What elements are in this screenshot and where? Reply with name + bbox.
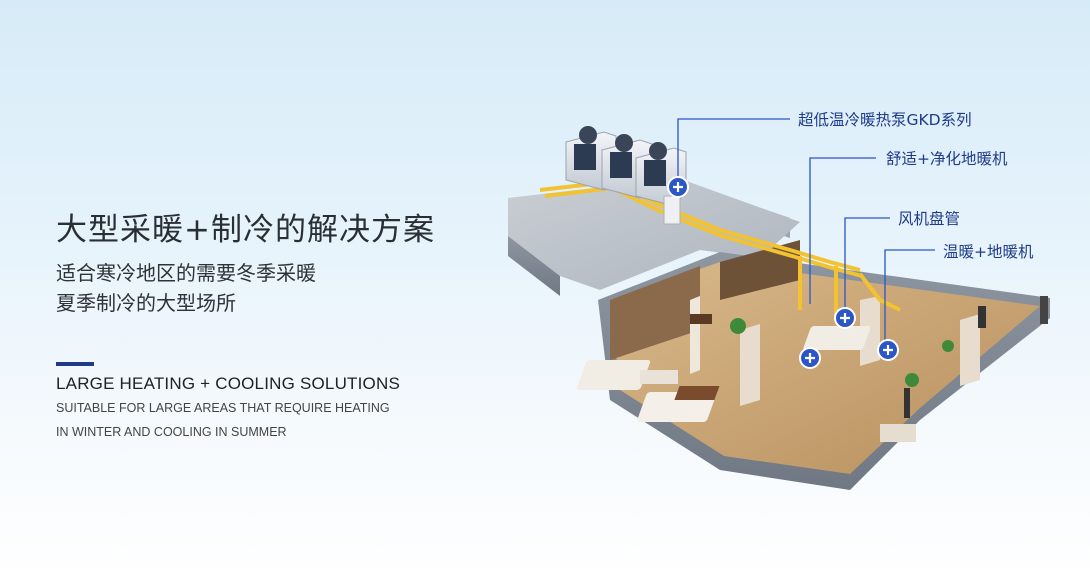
- water-tank: [663, 195, 681, 225]
- callout-markers: [667, 176, 899, 369]
- subtitle-en-line-1: SUITABLE FOR LARGE AREAS THAT REQUIRE HE…: [56, 401, 390, 415]
- headline-title-cn: 大型采暖+制冷的解决方案: [56, 212, 435, 248]
- interior-walls: [610, 240, 980, 406]
- headline-subtitle-cn: 适合寒冷地区的需要冬季采暖 夏季制冷的大型场所: [56, 258, 496, 318]
- callout-fan-coil: 风机盘管: [898, 210, 961, 228]
- subtitle-en-line-2: IN WINTER AND COOLING IN SUMMER: [56, 425, 287, 439]
- headline-title-en: LARGE HEATING + COOLING SOLUTIONS: [56, 374, 400, 393]
- subtitle-cn-line-2: 夏季制冷的大型场所: [56, 291, 236, 315]
- accent-bar: [56, 362, 94, 366]
- plus-marker-icon: [667, 176, 689, 198]
- building-shell: [508, 178, 1050, 490]
- callout-heat-pump: 超低温冷暖热泵GKD系列: [798, 111, 972, 129]
- plus-marker-icon: [799, 347, 821, 369]
- callout-floor-heater-purifier: 舒适+净化地暖机: [886, 150, 1008, 168]
- plus-marker-icon: [877, 339, 899, 361]
- furniture: [576, 296, 1048, 442]
- headline-block: 大型采暖+制冷的解决方案 适合寒冷地区的需要冬季采暖 夏季制冷的大型场所 LAR…: [56, 210, 496, 444]
- callout-lines: [677, 118, 935, 340]
- plus-marker-icon: [834, 307, 856, 329]
- subtitle-cn-line-1: 适合寒冷地区的需要冬季采暖: [56, 261, 316, 285]
- callout-warm-floor-heater: 温暖+地暖机: [943, 243, 1034, 261]
- headline-subtitle-en: SUITABLE FOR LARGE AREAS THAT REQUIRE HE…: [56, 396, 496, 444]
